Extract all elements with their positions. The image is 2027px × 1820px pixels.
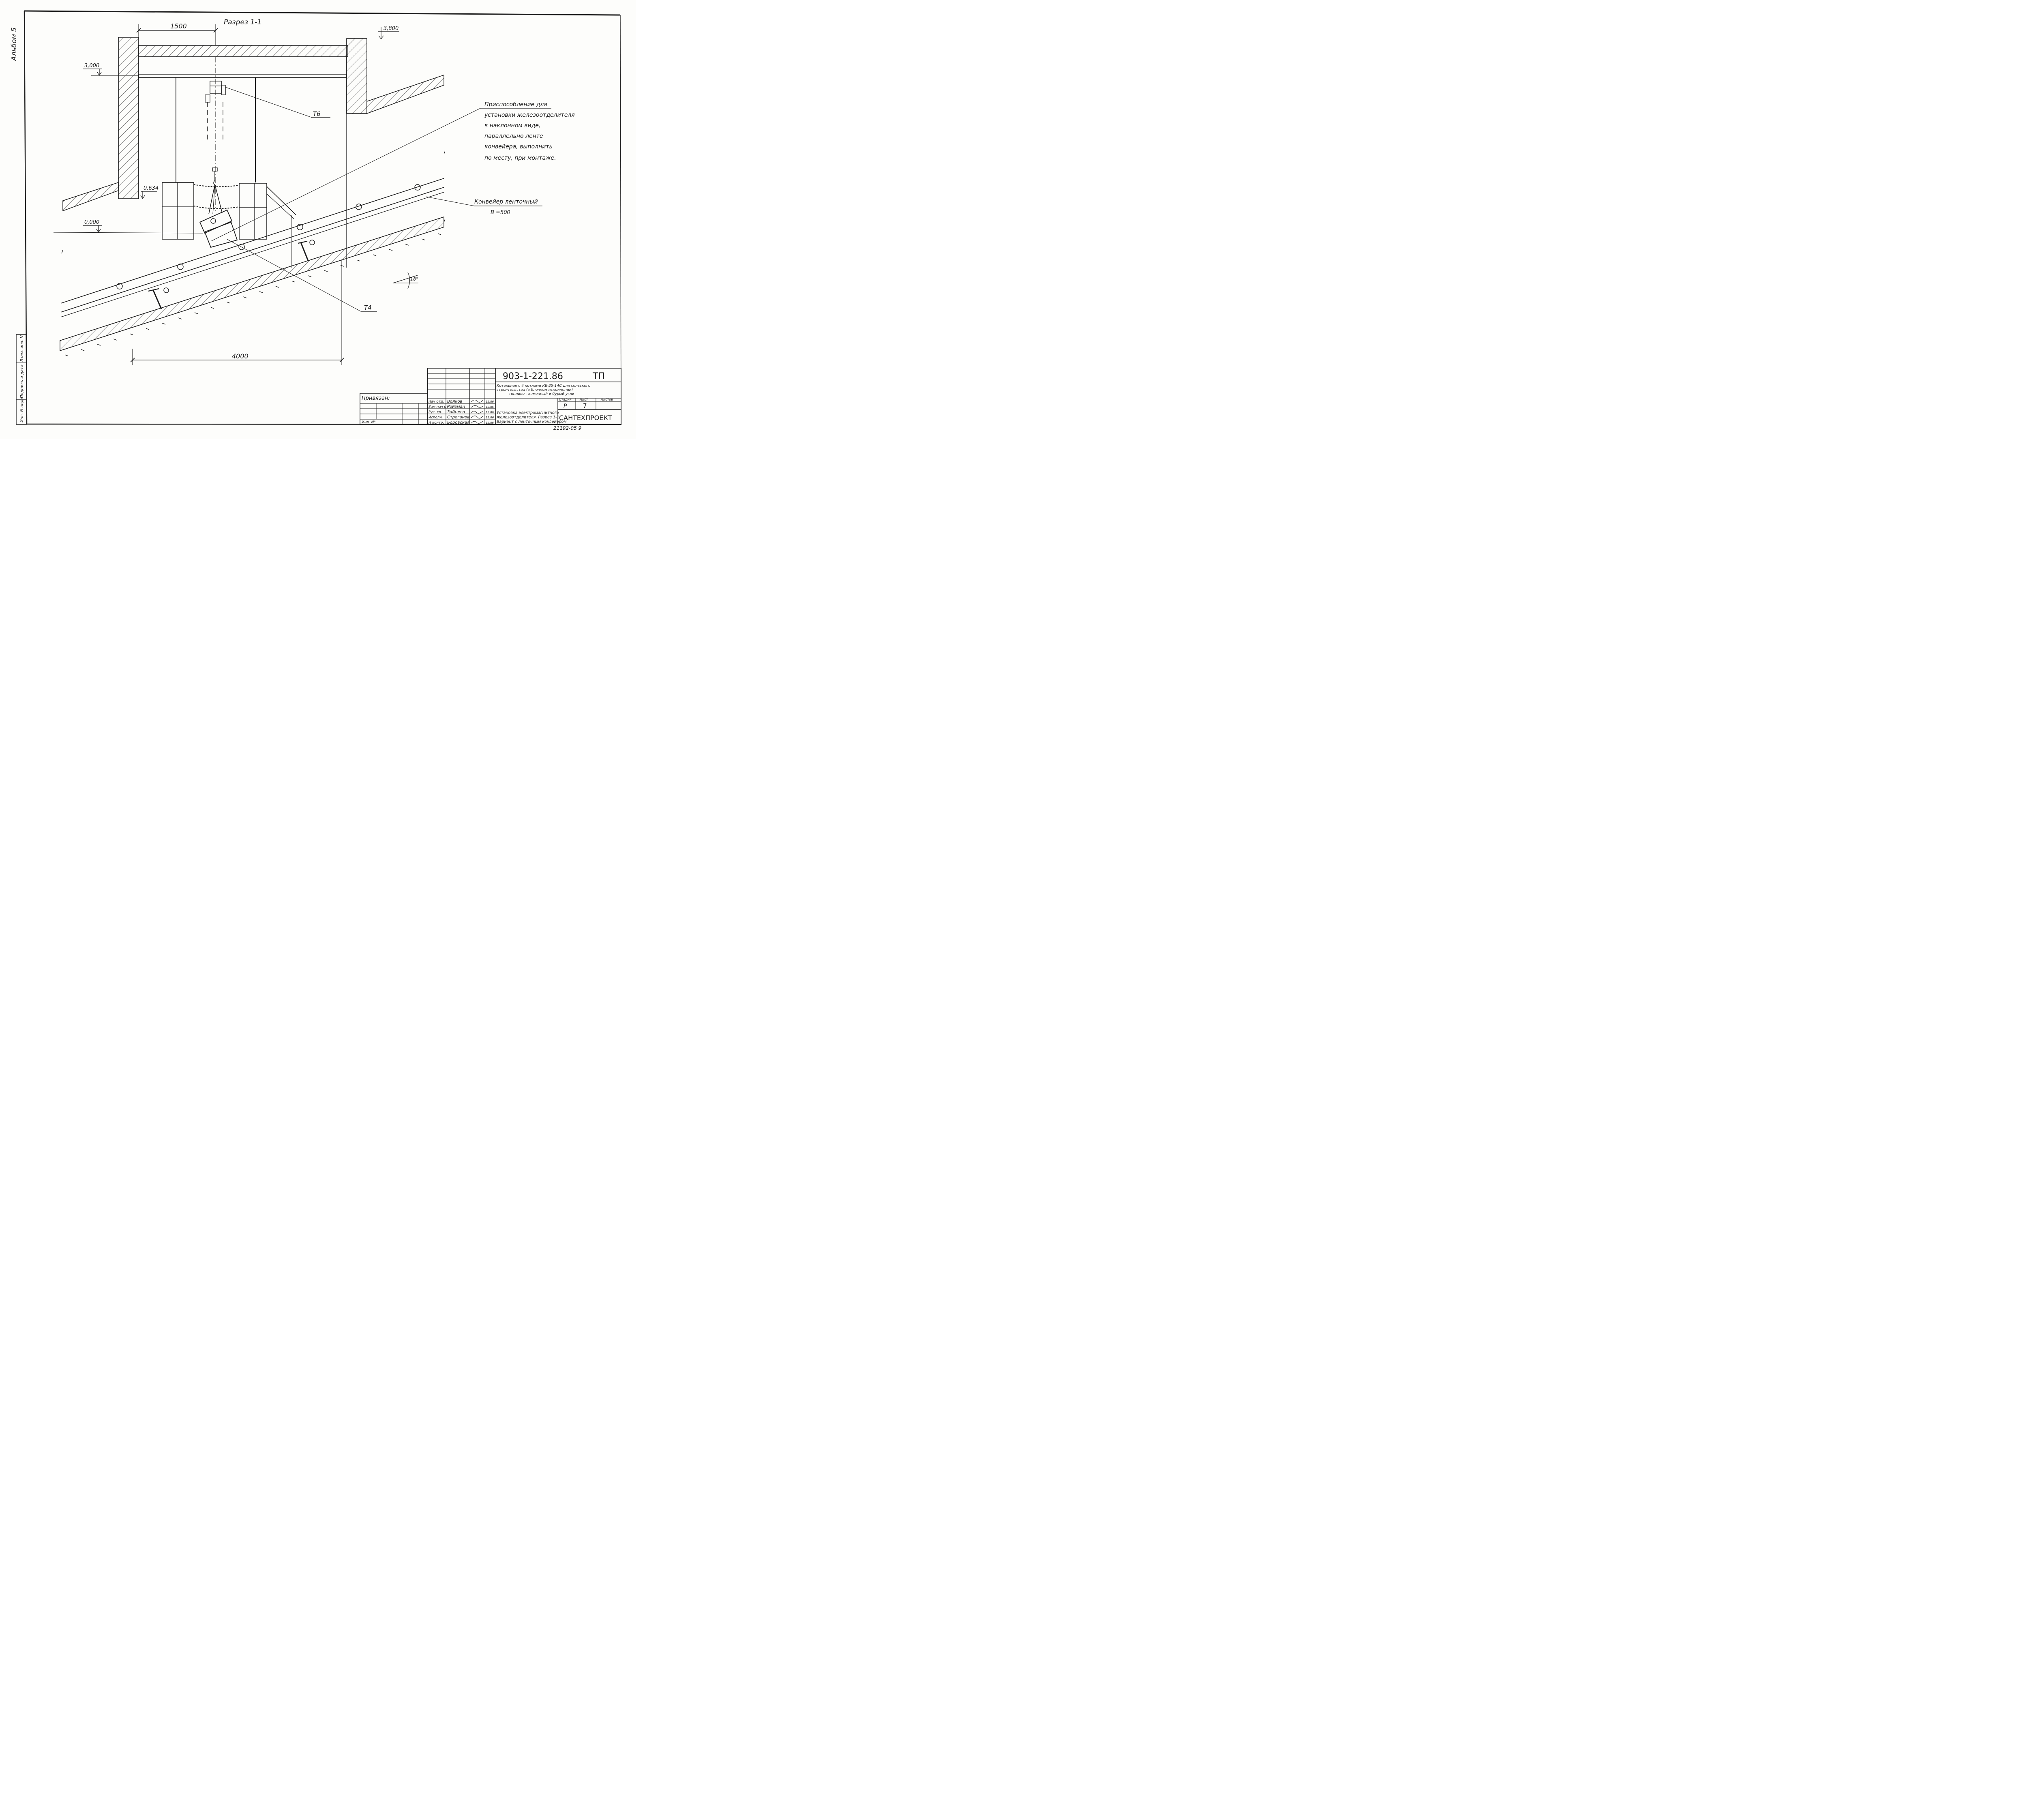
signature-4 <box>471 416 484 419</box>
sheet-title-3: Вариант с ленточным конвейером <box>497 420 567 424</box>
strip-field-inv: Инв. N подл. <box>20 396 24 422</box>
doc-suffix: ТП <box>592 371 605 382</box>
callout-conveyor: Конвейер ленточный В =500 <box>425 196 542 216</box>
signature-1 <box>471 399 484 403</box>
stage-header: Стадия <box>559 398 572 401</box>
elevation-3000: 3,000 <box>83 63 139 76</box>
drawing-svg: Альбом 5 Инв. N подл. Подпись и дата Вза… <box>10 10 621 431</box>
doc-code: 903-1-221.86 <box>503 371 563 382</box>
building-section <box>62 37 444 268</box>
project-line-2: строительства (в блочном исполнении) <box>497 388 573 392</box>
signature-2 <box>471 405 484 408</box>
staff-role-5: Н контр. <box>429 421 444 425</box>
sheet-frame <box>24 10 621 425</box>
callout-t6-label: Т6 <box>313 110 321 118</box>
conveyor-spec: В =500 <box>491 210 510 216</box>
staff-name-3: Зайцева <box>447 410 465 414</box>
elevation-0634: 0,634 <box>140 185 159 199</box>
strip-field-replace: Взам. инв. N <box>20 335 24 362</box>
staff-date-4: 12.86 <box>486 416 494 419</box>
staff-date-2: 12.86 <box>486 405 494 409</box>
note-line-3: в наклонном виде, <box>484 122 540 129</box>
sheet-header: Лист <box>579 398 588 401</box>
note-line-4: параллельно ленте <box>484 133 543 139</box>
elevation-3800: 3,800 <box>378 26 399 39</box>
elev-0000-label: 0,000 <box>84 219 99 225</box>
staff-date-5: 12.86 <box>486 421 494 424</box>
staff-name-1: Волков <box>447 399 463 404</box>
elevation-0000: 0,000 <box>53 219 203 234</box>
note-line-5: конвейера, выполнить <box>484 144 553 150</box>
staff-role-3: Рук. гр. <box>429 410 442 414</box>
stage-value: Р <box>564 403 567 409</box>
conveyor-label: Конвейер ленточный <box>474 199 538 205</box>
elev-3000-label: 3,000 <box>84 63 99 69</box>
album-label: Альбом 5 <box>10 28 18 61</box>
callout-t4: Т4 <box>227 239 377 312</box>
inv-label: Инв. N° <box>362 420 376 424</box>
title-block: Привязан: Инв. N° Нач отд. Волков 12.86 … <box>360 368 621 425</box>
staff-role-2: Зам нач от <box>429 405 448 409</box>
staff-date-1: 12.86 <box>486 400 494 403</box>
conveyor-gallery <box>60 150 446 356</box>
angle-marker: 18° <box>393 272 418 289</box>
dim-bottom-label: 4000 <box>232 352 249 360</box>
project-line-1: Котельная с 4 котлами КЕ-25-14С для сель… <box>497 384 591 388</box>
note-line-2: установки железоотделителя <box>484 112 575 118</box>
electromagnetic-separator <box>199 57 238 248</box>
archive-number: 21192-05 9 <box>553 425 581 431</box>
elev-3800-label: 3,800 <box>384 26 399 32</box>
bound-label: Привязан: <box>362 395 390 401</box>
org-name: САНТЕХПРОЕКТ <box>559 414 612 422</box>
staff-name-4: Строганов <box>447 415 469 420</box>
drawing-sheet: Альбом 5 Инв. N подл. Подпись и дата Вза… <box>0 0 636 439</box>
project-line-3: топливо - каменный и бурый угли <box>509 392 574 396</box>
callout-t4-label: Т4 <box>364 304 372 311</box>
sheet-title-2: железоотделителя. Разрез 1-1 <box>496 415 559 420</box>
dim-top-label: 1500 <box>170 22 187 30</box>
left-strip: Инв. N подл. Подпись и дата Взам. инв. N <box>16 334 27 425</box>
section-title: Разрез 1-1 <box>224 18 261 26</box>
strip-field-sign: Подпись и дата <box>20 364 24 398</box>
elev-0634-label: 0,634 <box>144 185 159 191</box>
railing-platform <box>162 182 296 268</box>
callout-note <box>210 108 551 242</box>
callout-t6: Т6 <box>225 87 330 118</box>
dim-top: 1500 <box>136 22 218 45</box>
staff-name-2: Ройзман <box>447 405 465 409</box>
signature-3 <box>471 410 484 414</box>
dim-bottom: 4000 <box>130 259 344 365</box>
installation-note: Приспособление для установки железоотдел… <box>484 101 575 161</box>
signature-5 <box>471 420 484 424</box>
staff-date-3: 12.86 <box>486 411 494 414</box>
sheets-header: Листов <box>600 398 613 401</box>
sheet-value: 7 <box>583 402 587 409</box>
staff-role-1: Нач отд. <box>429 400 444 404</box>
angle-label: 18° <box>410 277 418 282</box>
note-line-1: Приспособление для <box>484 101 547 108</box>
staff-role-4: Исполн. <box>429 416 443 420</box>
staff-name-5: Боровская <box>447 420 469 425</box>
note-line-6: по месту, при монтаже. <box>484 155 556 161</box>
sheet-title-1: Установка электромагнитного <box>497 411 559 415</box>
